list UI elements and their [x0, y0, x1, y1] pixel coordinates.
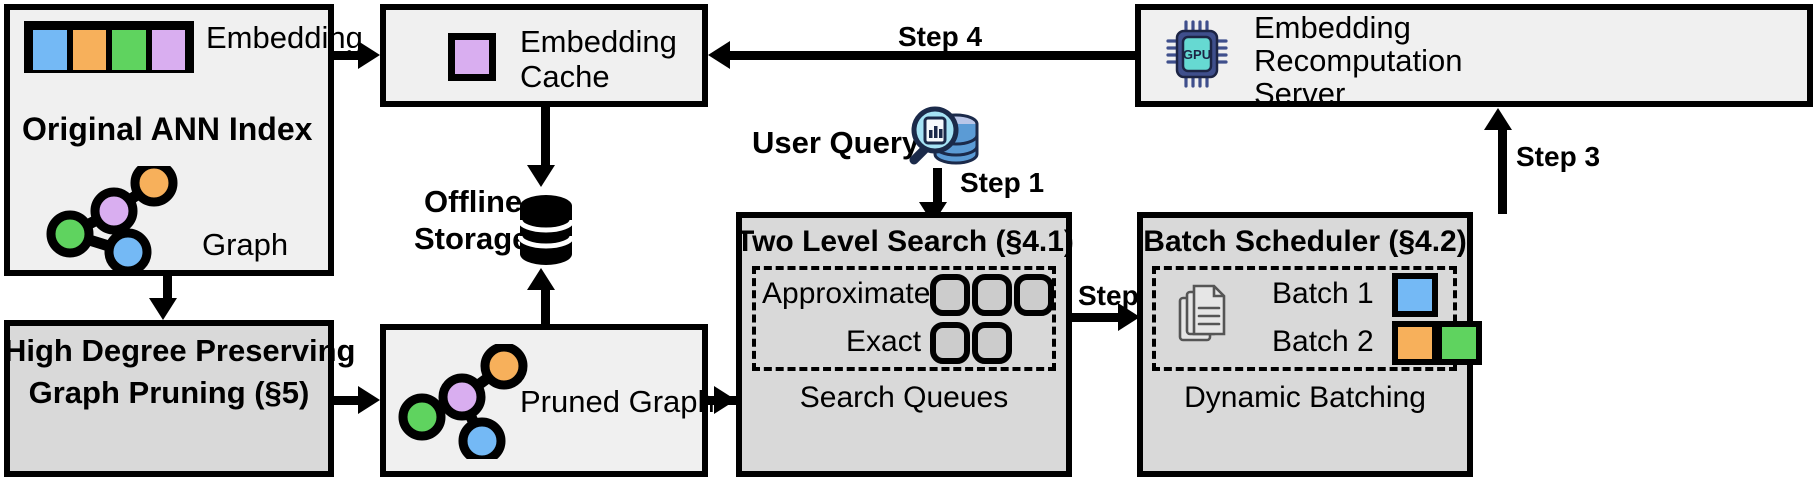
- original-ann-index-title: Original ANN Index: [22, 111, 313, 147]
- approximate-slot-3: [1014, 274, 1054, 316]
- gpu-chip-icon: GPU: [1166, 20, 1228, 88]
- arrow-step1-line: [933, 168, 942, 206]
- arrow-index-to-cache-head: [358, 41, 380, 69]
- arrow-step2-line: [1072, 313, 1130, 322]
- exact-slot-1: [930, 322, 970, 364]
- two-level-search-title: Two Level Search (§4.1): [736, 225, 1074, 258]
- batch-2-square-1: [1392, 321, 1438, 365]
- embedding-cell-4: [148, 27, 188, 73]
- offline-storage-label-line2: Storage: [414, 221, 530, 256]
- arrow-pruning-to-pruned-line: [334, 396, 362, 405]
- arrow-index-to-pruning-line: [163, 276, 172, 302]
- arrow-pruned-to-search-head: [714, 386, 736, 414]
- exact-slot-2: [972, 322, 1012, 364]
- dynamic-batching-panel: [1152, 266, 1457, 371]
- recomputation-server-box: [1135, 4, 1813, 107]
- embedding-cache-box: [380, 4, 708, 107]
- database-icon: [518, 195, 574, 265]
- dynamic-batching-caption: Dynamic Batching: [1184, 381, 1426, 414]
- approximate-slot-1: [930, 274, 970, 316]
- gpu-icon-text: GPU: [1183, 47, 1211, 62]
- search-queues-panel: [752, 266, 1056, 371]
- arrow-step3-head: [1484, 108, 1512, 130]
- step1-label: Step 1: [960, 167, 1045, 198]
- arrow-pruned-to-storage-head: [527, 268, 555, 290]
- embedding-cache-title-line1: Embedding: [520, 24, 677, 59]
- graph-pruning-box: [4, 320, 334, 477]
- arrow-cache-to-storage-head: [527, 165, 555, 187]
- batch-2-square-2: [1436, 321, 1482, 365]
- approximate-row-label: Approximate: [762, 277, 931, 310]
- graph-label: Graph: [202, 227, 289, 262]
- search-queues-caption: Search Queues: [799, 381, 1009, 414]
- documents-icon: [1178, 284, 1226, 342]
- exact-row-label: Exact: [846, 325, 922, 358]
- arrow-step2-head: [1118, 303, 1140, 331]
- recomputation-server-line3: Server: [1254, 76, 1346, 111]
- embedding-cell-2: [69, 27, 109, 73]
- batch-scheduler-title: Batch Scheduler (§4.2): [1143, 225, 1467, 258]
- pruned-graph-icon: [398, 344, 528, 459]
- embedding-cell-1: [30, 27, 70, 73]
- batch-1-square-1: [1392, 273, 1438, 317]
- arrow-index-to-cache-line: [334, 51, 362, 60]
- graph-pruning-title-line2: Graph Pruning (§5): [28, 375, 310, 410]
- user-query-label: User Query: [752, 125, 920, 160]
- two-level-search-box: [736, 212, 1072, 477]
- batch-2-label: Batch 2: [1272, 325, 1374, 358]
- recomputation-server-line2: Recomputation: [1254, 43, 1463, 78]
- original-graph-icon: [46, 166, 178, 276]
- arrow-step4-head: [708, 41, 730, 69]
- arrow-step4-line: [730, 51, 1138, 60]
- graph-pruning-title-line1: High Degree Preserving: [4, 333, 356, 368]
- offline-storage-label-line1: Offline: [424, 184, 523, 219]
- embedding-cache-icon: [448, 33, 496, 81]
- approximate-slot-2: [972, 274, 1012, 316]
- batch-1-label: Batch 1: [1272, 277, 1374, 310]
- step3-label: Step 3: [1516, 141, 1601, 172]
- embedding-strip: [24, 21, 194, 73]
- arrow-cache-to-storage-line: [541, 107, 550, 169]
- recomputation-server-line1: Embedding: [1254, 10, 1411, 45]
- arrow-pruning-to-pruned-head: [358, 386, 380, 414]
- step4-label: Step 4: [898, 21, 983, 52]
- arrow-index-to-pruning-head: [149, 298, 177, 320]
- arrow-pruned-to-storage-line: [541, 290, 550, 326]
- query-search-icon: [909, 106, 979, 165]
- arrow-step3-line: [1498, 128, 1507, 214]
- pruned-graph-label: Pruned Graph: [520, 384, 715, 419]
- embedding-label: Embedding: [206, 20, 363, 55]
- embedding-cell-3: [109, 27, 149, 73]
- embedding-cache-title-line2: Cache: [520, 59, 610, 94]
